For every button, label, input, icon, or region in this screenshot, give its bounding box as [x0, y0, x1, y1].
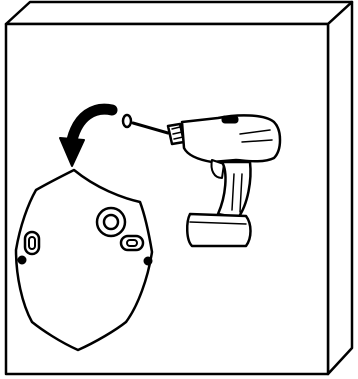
mounting-plate-icon [14, 168, 154, 352]
screw-icon [121, 113, 133, 129]
rotation-arrow-icon [59, 103, 118, 167]
cordless-drill-icon [131, 114, 282, 248]
